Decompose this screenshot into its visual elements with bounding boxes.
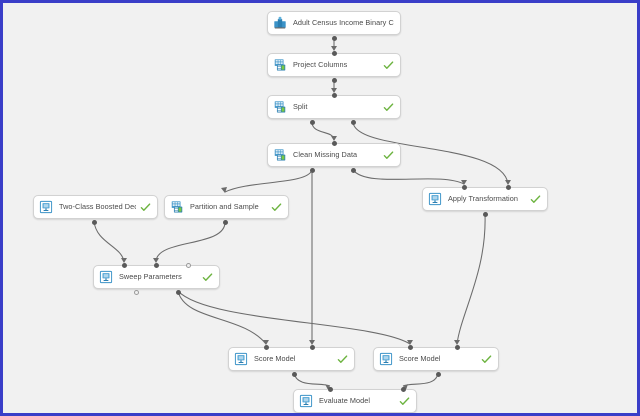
input-port-1[interactable] (121, 262, 127, 268)
edge-score-left-to-evaluate (293, 372, 331, 387)
output-port[interactable] (331, 35, 337, 41)
node-score-model-left[interactable]: Score Model (228, 347, 355, 371)
output-port-1[interactable] (309, 119, 315, 125)
output-port[interactable] (482, 211, 488, 217)
output-port-2[interactable] (175, 289, 181, 295)
node-score-model-right[interactable]: Score Model (373, 347, 499, 371)
module-monitor-icon (39, 200, 53, 214)
input-port-2[interactable] (153, 262, 159, 268)
node-label: Apply Transformation (448, 194, 518, 203)
edge-partition-to-sweep (155, 220, 226, 263)
output-port[interactable] (222, 219, 228, 225)
node-label: Split (293, 102, 308, 111)
status-check-icon (399, 396, 410, 405)
node-two-class-boosted-decision-tree[interactable]: Two-Class Boosted Decision T... (33, 195, 158, 219)
edge-sweep-to-score-model-left (177, 290, 267, 345)
edge-boosted-tree-to-sweep (93, 220, 125, 263)
input-port[interactable] (331, 92, 337, 98)
node-apply-transformation[interactable]: Apply Transformation (422, 187, 548, 211)
node-label: Two-Class Boosted Decision T... (59, 202, 136, 211)
node-evaluate-model[interactable]: Evaluate Model (293, 389, 417, 413)
edge-split-to-clean-missing-data (311, 121, 335, 141)
input-port-1[interactable] (407, 344, 413, 350)
input-port-2[interactable] (400, 386, 406, 392)
node-adult-census-income-dataset[interactable]: Adult Census Income Binary C... (267, 11, 401, 35)
edge-clean-to-apply-transformation (352, 169, 465, 185)
node-label: Evaluate Model (319, 396, 370, 405)
node-partition-and-sample[interactable]: Partition and Sample (164, 195, 289, 219)
input-port[interactable] (331, 50, 337, 56)
module-monitor-icon (234, 352, 248, 366)
edge-sweep-to-score-model-right (177, 290, 411, 345)
status-check-icon (271, 202, 282, 211)
status-check-icon (383, 60, 394, 69)
node-label: Partition and Sample (190, 202, 259, 211)
module-monitor-icon (379, 352, 393, 366)
output-port-2[interactable] (350, 119, 356, 125)
experiment-canvas[interactable]: Adult Census Income Binary C... (3, 3, 637, 413)
input-port-2[interactable] (454, 344, 460, 350)
edge-apply-transformation-to-score-model-right (456, 213, 486, 345)
output-port-1[interactable] (133, 289, 139, 295)
arrowhead (221, 187, 227, 193)
input-port[interactable] (331, 140, 337, 146)
edge-clean-to-partition (224, 169, 313, 193)
module-monitor-icon (299, 394, 313, 408)
status-check-icon (530, 194, 541, 203)
output-port[interactable] (291, 371, 297, 377)
node-label: Score Model (399, 354, 441, 363)
node-label: Score Model (254, 354, 296, 363)
node-split[interactable]: Split (267, 95, 401, 119)
status-check-icon (383, 102, 394, 111)
node-clean-missing-data[interactable]: Clean Missing Data (267, 143, 401, 167)
output-port-2[interactable] (350, 167, 356, 173)
module-columns-icon (171, 201, 183, 213)
node-label: Adult Census Income Binary C... (293, 18, 394, 27)
status-check-icon (481, 354, 492, 363)
status-check-icon (140, 202, 151, 211)
output-port[interactable] (331, 77, 337, 83)
input-port-2[interactable] (309, 344, 315, 350)
module-columns-icon (274, 59, 286, 71)
output-port[interactable] (91, 219, 97, 225)
input-port-1[interactable] (263, 344, 269, 350)
status-check-icon (202, 272, 213, 281)
input-port-1[interactable] (327, 386, 333, 392)
input-port-3[interactable] (185, 262, 191, 268)
module-columns-icon (274, 101, 286, 113)
node-label: Project Columns (293, 60, 348, 69)
output-port-1[interactable] (309, 167, 315, 173)
node-project-columns[interactable]: Project Columns (267, 53, 401, 77)
input-port-1[interactable] (461, 184, 467, 190)
node-label: Sweep Parameters (119, 272, 182, 281)
module-monitor-icon (428, 192, 442, 206)
node-sweep-parameters[interactable]: Sweep Parameters (93, 265, 220, 289)
module-monitor-icon (99, 270, 113, 284)
status-check-icon (337, 354, 348, 363)
dataset-icon (274, 16, 286, 29)
module-columns-icon (274, 149, 286, 161)
edge-score-right-to-evaluate (402, 372, 439, 387)
input-port-2[interactable] (505, 184, 511, 190)
output-port[interactable] (435, 371, 441, 377)
status-check-icon (383, 150, 394, 159)
node-label: Clean Missing Data (293, 150, 358, 159)
